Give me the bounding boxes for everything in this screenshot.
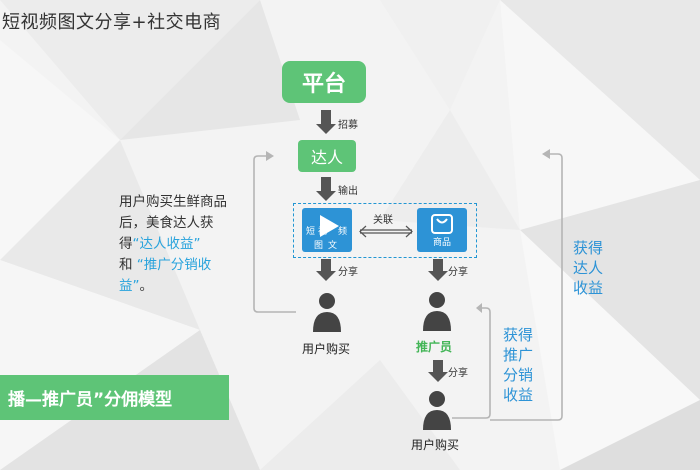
- promo-income-line: 收益: [503, 386, 534, 404]
- model-banner: 播—推广员”分佣模型: [0, 375, 229, 420]
- video-char: 图: [314, 241, 324, 251]
- link-label: 关联: [373, 215, 393, 226]
- video-char: 视: [318, 227, 328, 237]
- user-icon-left: [313, 293, 341, 332]
- explanation-main: 用户购买生鲜商品后，美食达人获得: [119, 194, 227, 252]
- video-tile: 短 视 频 图 文: [302, 208, 352, 252]
- promo-income-label: 获得 推广 分销 收益: [503, 325, 533, 405]
- talent-income-quote: “达人收益”: [132, 236, 201, 252]
- promoter-icon: [423, 292, 451, 331]
- explanation-text: 用户购买生鲜商品后，美食达人获得“达人收益” 和 “推广分销收益”。: [119, 192, 243, 297]
- video-char: 文: [328, 241, 338, 251]
- goods-tile: 商品: [417, 208, 467, 252]
- flow-arrows: [316, 110, 448, 382]
- talent-box: 达人: [298, 140, 356, 172]
- share-label-right: 分享: [448, 267, 468, 278]
- shopping-bag-icon: [431, 214, 453, 234]
- play-icon: [320, 215, 339, 237]
- promo-income-line: 推广: [503, 346, 534, 364]
- talent-income-line: 获得: [573, 239, 604, 257]
- promo-income-line: 分销: [503, 366, 534, 384]
- share-label-bottom: 分享: [448, 368, 468, 379]
- user-icon-bottom: [423, 391, 451, 430]
- slide-title: 短视频图文分享+社交电商: [2, 12, 222, 33]
- goods-label: 商品: [432, 238, 451, 248]
- content-group: [293, 203, 477, 258]
- feedback-arrowheads: [266, 149, 550, 313]
- feedback-lines: [253, 153, 563, 421]
- explanation-and: 和: [119, 257, 133, 273]
- video-char: 短: [306, 227, 316, 237]
- platform-box: 平台: [282, 61, 366, 103]
- promo-income-quote: “推广分销收益”: [119, 257, 212, 294]
- share-label-left: 分享: [338, 267, 358, 278]
- talent-income-label: 获得 达人 收益: [573, 238, 603, 298]
- output-label: 输出: [338, 186, 358, 197]
- link-double-arrow: [359, 225, 413, 238]
- video-char: 频: [338, 227, 348, 237]
- recruit-label: 招募: [338, 120, 358, 131]
- talent-income-line: 达人: [573, 259, 604, 277]
- talent-income-line: 收益: [573, 279, 604, 297]
- promoter-label: 推广员: [416, 340, 453, 354]
- user-label-bottom: 用户购买: [411, 438, 460, 452]
- user-label-left: 用户购买: [302, 342, 351, 356]
- explanation-end: 。: [139, 278, 154, 294]
- promo-income-line: 获得: [503, 326, 534, 344]
